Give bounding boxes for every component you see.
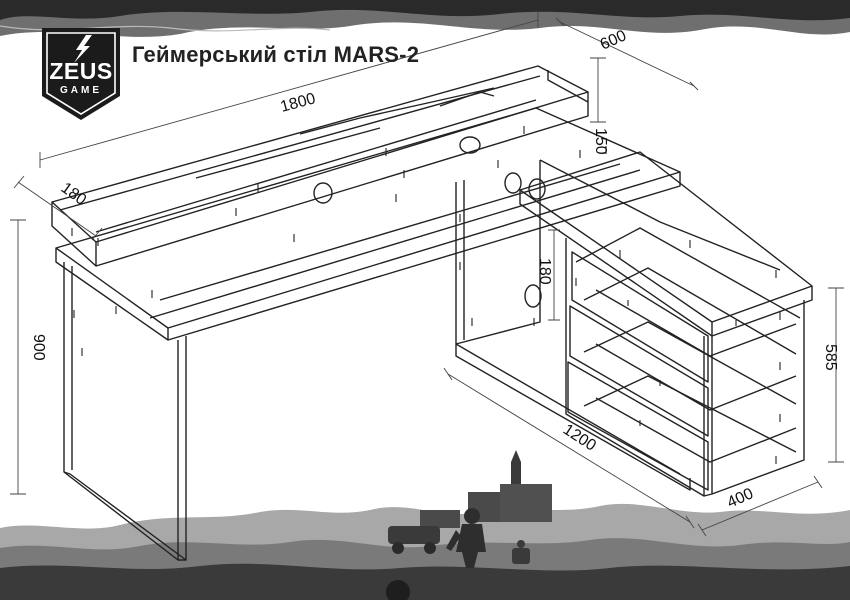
dimension-labels: 1800 600 150 180 900 180 585 1200 400 xyxy=(30,27,839,511)
brand-subtitle: GAME xyxy=(60,85,102,96)
dimension-depth-total: 600 xyxy=(598,27,629,53)
top-texture-band xyxy=(0,0,850,37)
page-title: Геймерський стіл MARS-2 xyxy=(132,42,420,67)
dimension-side-height: 585 xyxy=(822,344,839,371)
desk-structure xyxy=(51,65,813,561)
dimension-width-total: 1800 xyxy=(279,90,318,116)
brand-name: ZEUS xyxy=(49,58,113,84)
dimension-inner-height: 180 xyxy=(536,258,553,285)
shield-icon xyxy=(42,28,120,120)
dimension-side-depth: 400 xyxy=(725,485,756,511)
dimension-shelf-depth: 180 xyxy=(58,179,90,209)
lightning-icon xyxy=(74,35,92,63)
dimension-height-total: 900 xyxy=(30,334,47,361)
hardware-dowels xyxy=(71,126,781,464)
dimension-lines xyxy=(10,12,844,537)
bottom-landscape xyxy=(0,450,850,600)
dimension-shelf-height: 150 xyxy=(592,128,609,155)
brand-logo: ZEUS GAME xyxy=(38,26,124,122)
